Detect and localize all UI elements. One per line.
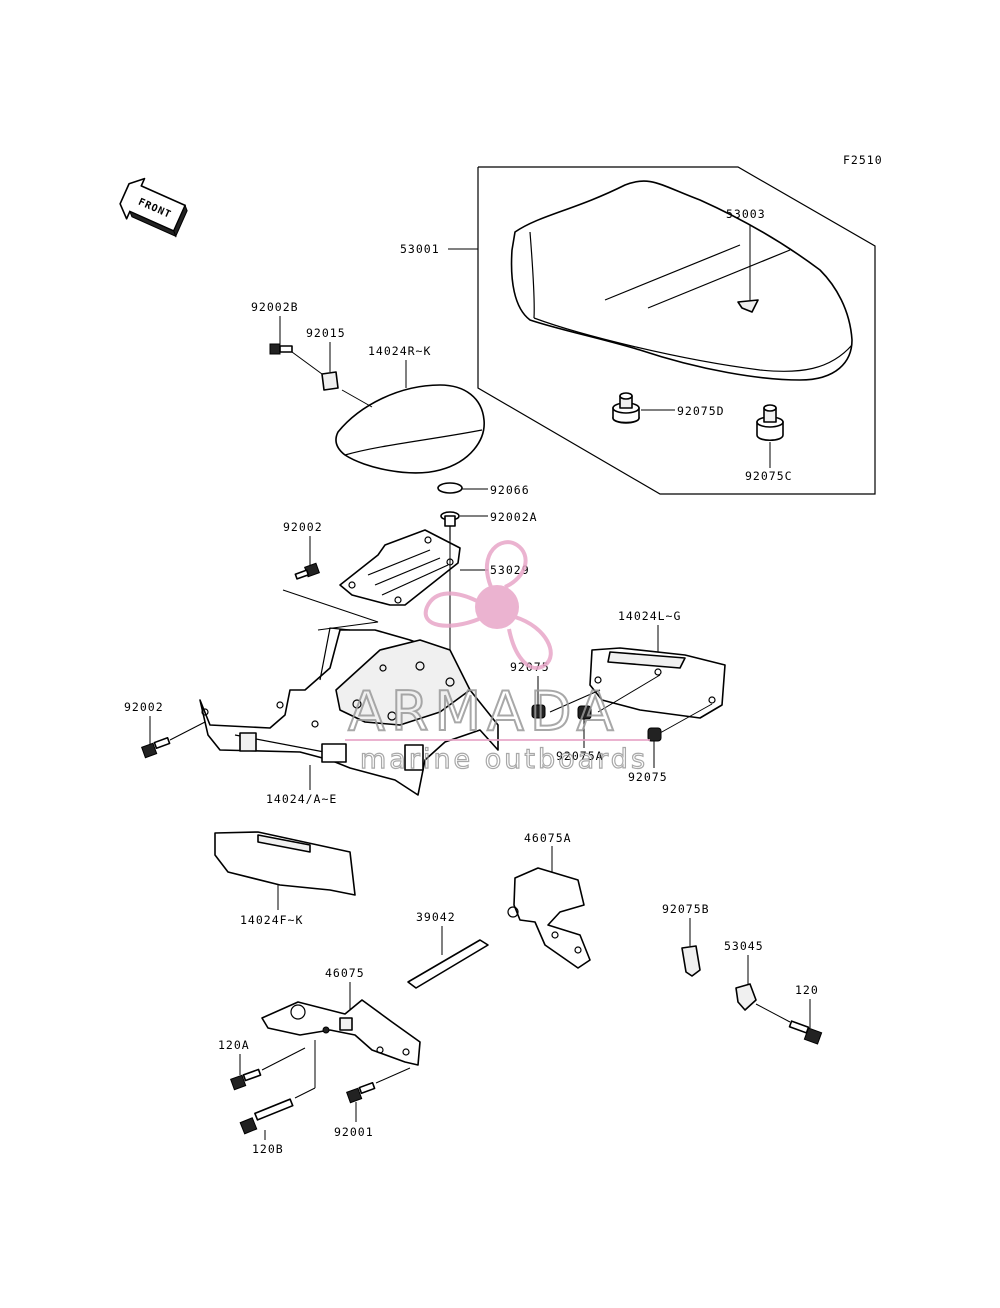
watermark-tagline: marine outboards <box>360 744 648 775</box>
watermark-brand: ARMADA <box>348 680 620 743</box>
bolt-a-icon <box>440 511 460 540</box>
latch-icon <box>735 983 757 1011</box>
bracket-plate-icon <box>339 529 461 606</box>
label-bolt-upper: 92002 <box>283 520 323 534</box>
label-lower-cover: 14024F~K <box>240 913 303 927</box>
label-cap: 92066 <box>490 483 530 497</box>
label-bolt-120: 120 <box>795 983 819 997</box>
label-hinge: 46075 <box>325 966 365 980</box>
label-clip: 92015 <box>306 326 346 340</box>
bolt-120b-icon <box>239 1098 294 1135</box>
bolt-120-icon <box>788 1020 823 1045</box>
label-bracket-plate: 53029 <box>490 563 530 577</box>
clip-icon <box>321 371 339 391</box>
label-damper-2: 92075 <box>628 770 668 784</box>
label-side-cover: 14024L~G <box>618 609 681 623</box>
plate-group: 92066 92002A 53029 <box>339 482 538 676</box>
cap-icon <box>437 482 463 494</box>
hinge-icon <box>261 999 421 1066</box>
damper-1-icon <box>531 704 546 719</box>
pin-icon <box>407 939 489 989</box>
label-damper-d: 92075D <box>677 404 725 418</box>
rear-cover-group: 92002B 92015 14024R~K <box>251 300 485 474</box>
seat-assembly-group: 53003 53001 92075D 92075C <box>400 166 876 495</box>
label-latch: 53045 <box>724 939 764 953</box>
hinge-a-icon <box>507 867 591 969</box>
label-cover-rk: 14024R~K <box>368 344 431 358</box>
label-bolt-b: 92002B <box>251 300 299 314</box>
bolt-120a-icon <box>230 1068 262 1091</box>
rear-cover-icon <box>335 384 485 474</box>
label-bolt-92001: 92001 <box>334 1125 374 1139</box>
lower-cover-icon <box>214 831 356 896</box>
figure-code: F2510 <box>843 153 883 167</box>
label-damper-a: 92075A <box>556 749 604 763</box>
main-cover-group <box>199 627 499 796</box>
label-bolt-left: 92002 <box>124 700 164 714</box>
label-seat-cover: 53003 <box>726 207 766 221</box>
damper-c-icon <box>756 404 784 442</box>
label-bolt-a: 92002A <box>490 510 538 524</box>
propeller-logo-icon <box>423 540 553 670</box>
watermark: ARMADA marine outboards <box>345 540 650 776</box>
label-bolt-120b: 120B <box>252 1142 284 1156</box>
damper-d-icon <box>612 392 640 424</box>
label-pin: 39042 <box>416 910 456 924</box>
bolt-upper-icon <box>294 562 320 580</box>
label-seat-assy: 53001 <box>400 242 440 256</box>
bolt-left-icon <box>141 736 171 759</box>
label-hinge-a: 46075A <box>524 831 572 845</box>
label-damper-c: 92075C <box>745 469 793 483</box>
seat-cover-tag-icon <box>737 299 759 313</box>
seat-icon <box>510 180 853 381</box>
front-arrow-icon: FRONT <box>119 177 188 238</box>
label-main-cover: 14024/A~E <box>266 792 337 806</box>
bolt-92001-icon <box>346 1081 376 1104</box>
side-cover-icon <box>589 647 726 719</box>
label-bolt-120a: 120A <box>218 1038 250 1052</box>
label-damper-b: 92075B <box>662 902 710 916</box>
bolt-b-icon <box>269 343 293 355</box>
damper-b-icon <box>681 945 701 977</box>
